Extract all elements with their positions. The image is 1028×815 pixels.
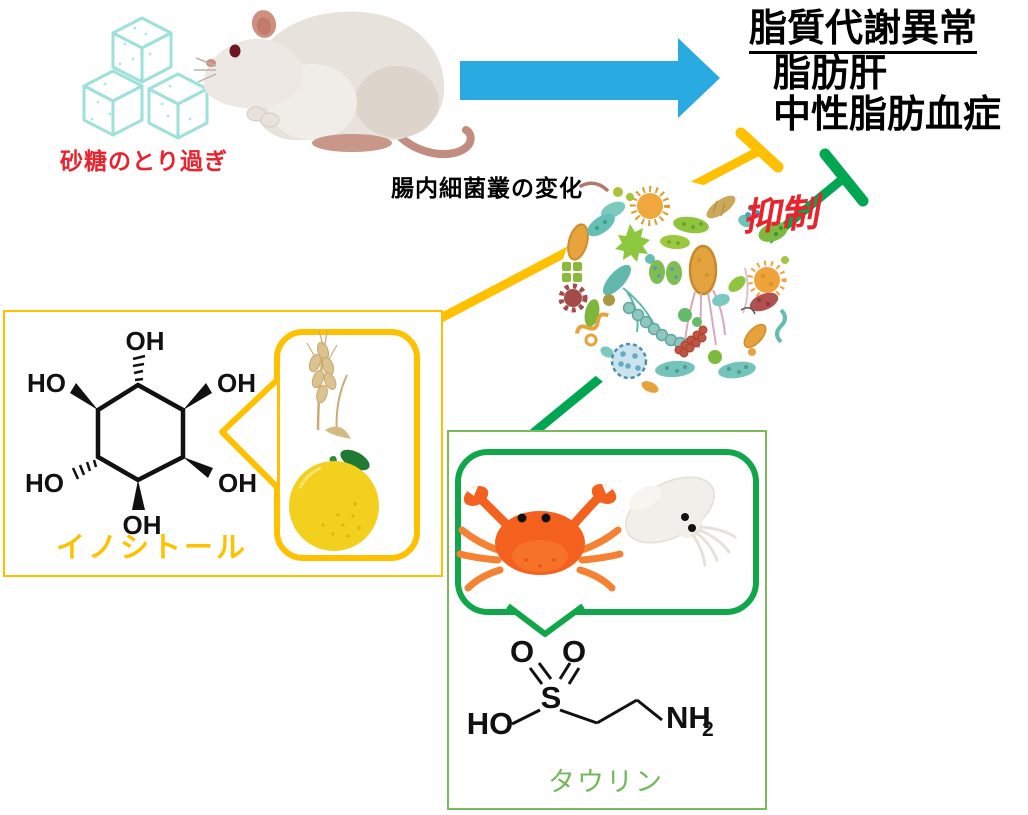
sugar-cube: [111, 16, 173, 84]
taurine-atom-nh-subscript: 2: [702, 718, 714, 741]
rat-icon: [194, 10, 475, 159]
inositol-atom-top: OH: [126, 326, 165, 356]
taurine-structure: O O S HO NH 2: [467, 634, 714, 741]
taurine-name-label: タウリン: [548, 767, 664, 797]
taurine-atom-s: S: [541, 680, 562, 715]
gut-microbiota-change-label: 腸内細菌叢の変化: [391, 175, 583, 201]
taurine-atom-nh: NH: [666, 700, 711, 735]
inositol-atom-lower-right: OH: [218, 468, 257, 498]
inositol-atom-upper-right: OH: [217, 368, 256, 398]
inositol-sources-bubble: [219, 329, 420, 561]
outcome-text-block: 脂質代謝異常 脂肪肝 中性脂肪血症: [749, 8, 1001, 136]
cause-effect-arrow-icon: [460, 38, 720, 118]
hash-bond: [132, 354, 146, 382]
gut-microbiota-illustration: [558, 180, 789, 404]
squid-icon: [625, 476, 737, 567]
crab-icon: [456, 483, 624, 592]
outcome-title: 脂質代謝異常: [749, 8, 978, 54]
outcome-item-fatty-liver: 脂肪肝: [773, 52, 888, 95]
hash-bond: [71, 459, 98, 480]
taurine-atom-ho: HO: [467, 706, 514, 741]
inositol-atom-bottom: OH: [123, 510, 162, 540]
gut-microbiota-icon: [558, 180, 789, 404]
sugar-speckles: [90, 26, 192, 121]
inositol-structure: OH HO OH HO OH OH: [25, 326, 257, 540]
outcome-item-hypertriglyceridemia: 中性脂肪血症: [773, 93, 1002, 136]
wheat-icon: [306, 329, 351, 439]
yuzu-citrus-icon: [289, 449, 379, 551]
taurine-atom-o-right: O: [562, 634, 586, 669]
sugar-cube: [82, 69, 144, 137]
sugar-cube: [147, 72, 209, 140]
inositol-atom-upper-left: HO: [27, 368, 66, 398]
inositol-atom-lower-left: HO: [25, 468, 64, 498]
taurine-sources-bubble: [455, 449, 759, 637]
suppression-label: 抑制: [740, 192, 820, 240]
taurine-atom-o-left: O: [510, 634, 534, 669]
inositol-name-label: イノシトール: [56, 532, 249, 564]
rat-illustration: [194, 10, 475, 159]
sugar-overconsumption-label: 砂糖のとり過ぎ: [60, 148, 228, 174]
sugar-cubes-icon: [82, 16, 209, 140]
